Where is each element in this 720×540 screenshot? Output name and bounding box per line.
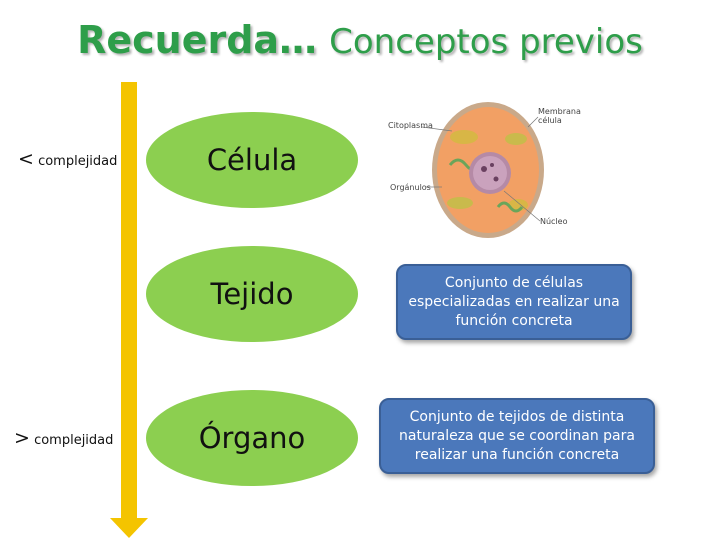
nucleolus-shape: [490, 163, 494, 167]
level-label: Órgano: [198, 421, 306, 455]
label-line: [527, 116, 539, 128]
organo-description: Conjunto de tejidos de distinta naturale…: [399, 408, 635, 463]
cytoplasm-label: Citoplasma: [388, 121, 433, 130]
complexity-arrow-head: [110, 518, 148, 538]
greater-than-symbol: >: [14, 427, 30, 449]
nucleolus-shape: [481, 166, 487, 172]
tejido-description: Conjunto de células especializadas en re…: [408, 274, 620, 329]
level-label: Célula: [206, 143, 298, 177]
high-complexity-text: complejidad: [34, 433, 114, 448]
level-oval-celula: Célula: [146, 112, 358, 208]
level-oval-tejido: Tejido: [146, 246, 358, 342]
membrane-label: Membrana célula: [538, 107, 581, 125]
title-rest: Conceptos previos: [329, 22, 643, 62]
title-bold: Recuerda…: [77, 18, 318, 62]
tejido-description-box: Conjunto de células especializadas en re…: [396, 264, 632, 340]
low-complexity-text: complejidad: [38, 154, 118, 169]
page-title: Recuerda… Conceptos previos: [0, 18, 720, 62]
nucleolus-shape: [493, 176, 499, 182]
cell-diagram: Citoplasma Membrana célula Orgánulos Núc…: [380, 95, 600, 255]
level-label: Tejido: [210, 277, 294, 311]
label-line: [503, 190, 541, 222]
nucleus-inner-shape: [473, 156, 507, 190]
organelles-label: Orgánulos: [390, 183, 431, 192]
organelle-shape: [505, 133, 527, 145]
high-complexity-label: > complejidad: [14, 427, 113, 449]
organelle-shape: [450, 130, 478, 144]
label-line: [421, 126, 453, 132]
organelle-shape: [447, 197, 473, 209]
level-oval-organo: Órgano: [146, 390, 358, 486]
cell-illustration: [421, 102, 544, 238]
complexity-arrow: [121, 82, 137, 520]
nucleus-label: Núcleo: [540, 217, 568, 226]
organelle-shape: [496, 201, 524, 213]
less-than-symbol: <: [18, 148, 34, 170]
organo-description-box: Conjunto de tejidos de distinta naturale…: [379, 398, 655, 474]
low-complexity-label: < complejidad: [18, 148, 117, 170]
